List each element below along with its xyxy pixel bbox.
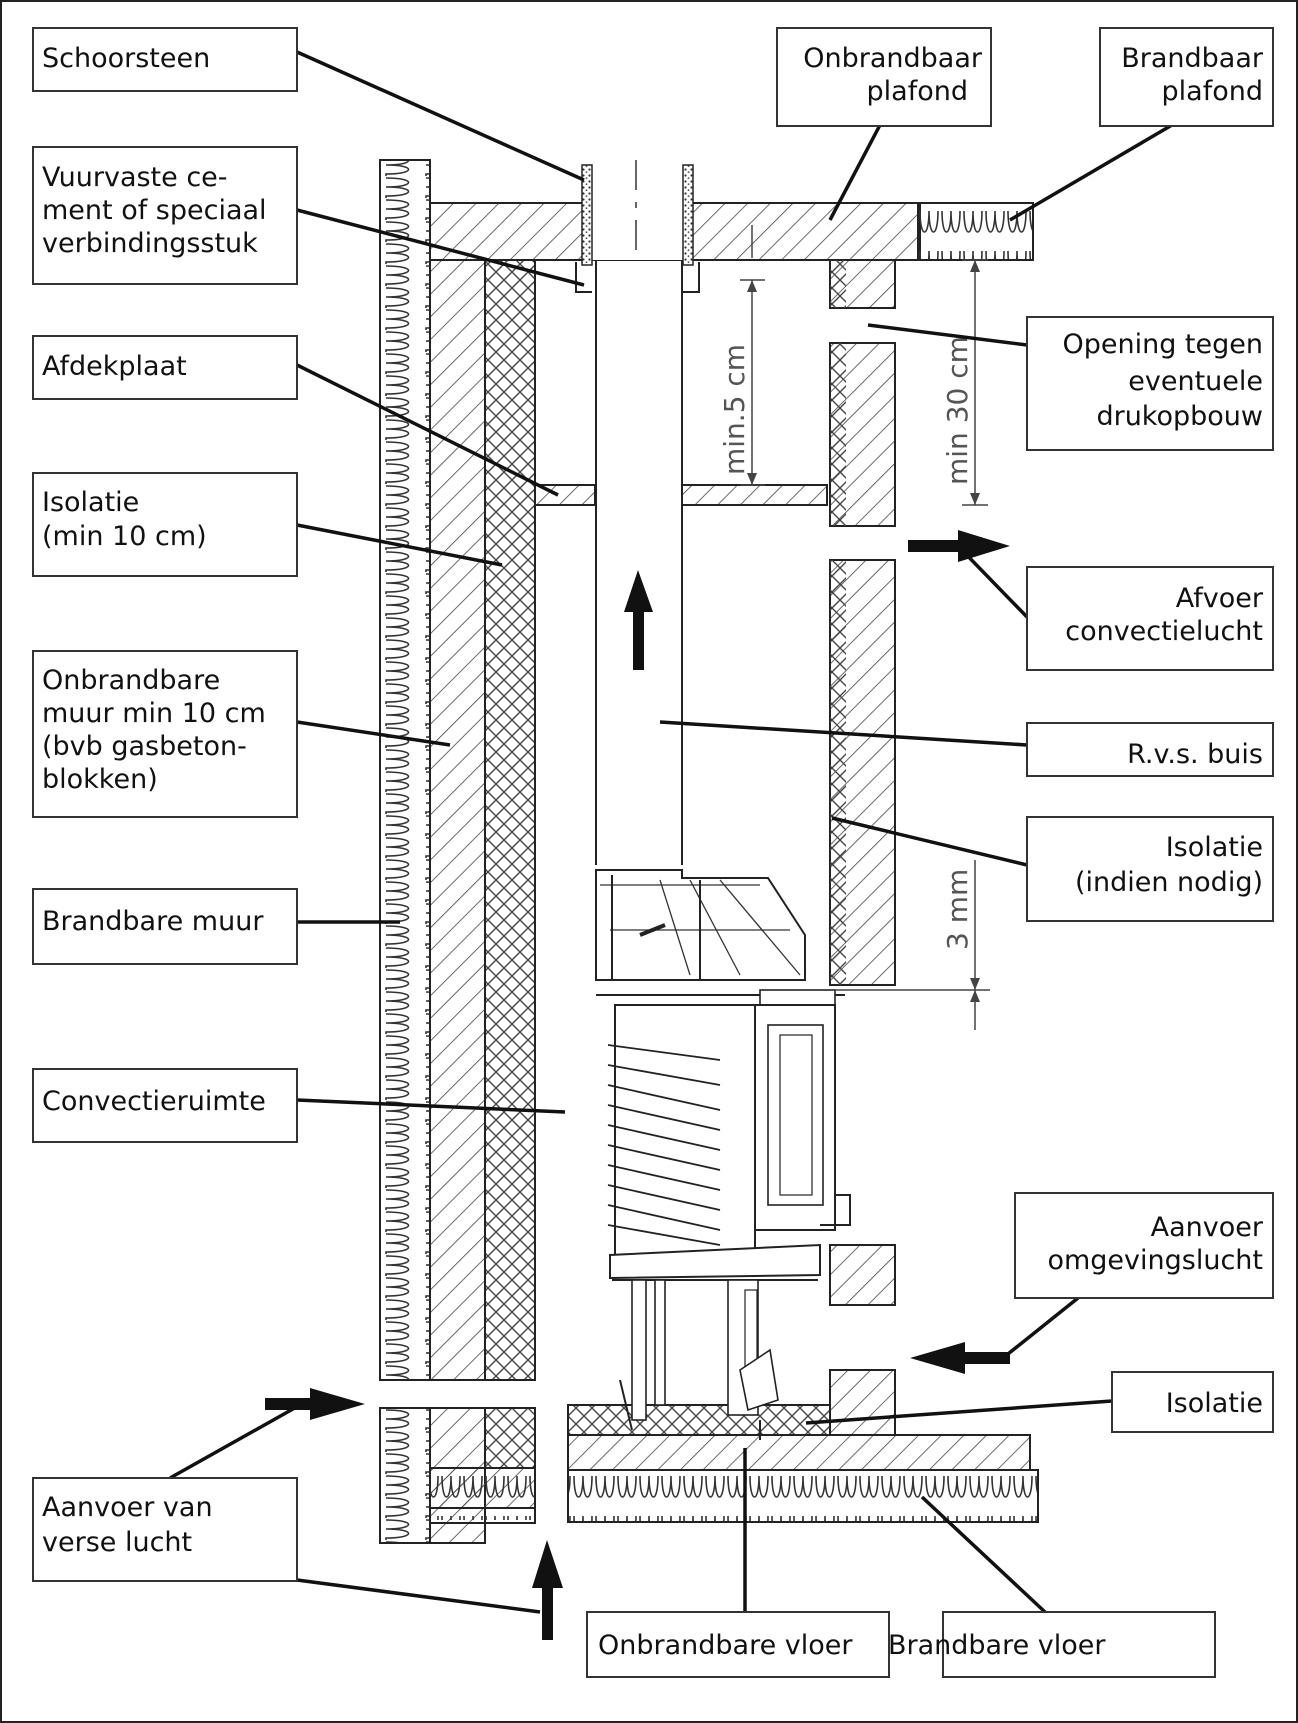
svg-text:Schoorsteen: Schoorsteen — [42, 43, 210, 74]
svg-text:verse lucht: verse lucht — [42, 1527, 192, 1558]
svg-text:ment of speciaal: ment of speciaal — [42, 195, 267, 226]
svg-text:eventuele: eventuele — [1128, 366, 1263, 397]
svg-text:Opening tegen: Opening tegen — [1062, 329, 1263, 360]
svg-text:Onbrandbare: Onbrandbare — [42, 665, 220, 696]
label-isolatie-left: Isolatie (min 10 cm) — [32, 472, 298, 577]
svg-text:(bvb gasbeton-: (bvb gasbeton- — [42, 731, 247, 762]
svg-text:Afvoer: Afvoer — [1176, 583, 1264, 614]
svg-text:verbindingsstuk: verbindingsstuk — [42, 228, 258, 259]
dimension-3mm-label: 3 mm — [941, 869, 974, 950]
label-onbrandbaar-plafond: Onbrandbaar plafond — [776, 27, 992, 127]
label-isolatie-indien-nodig: Isolatie (indien nodig) — [1026, 816, 1274, 922]
combustible-wall — [379, 159, 431, 1544]
arrow-up-flue — [624, 570, 653, 670]
svg-text:omgevingslucht: omgevingslucht — [1047, 1245, 1263, 1276]
label-isolatie-right: Isolatie — [1111, 1371, 1274, 1433]
label-afdekplaat: Afdekplaat — [32, 335, 298, 400]
label-rvs-buis: R.v.s. buis — [1026, 722, 1274, 777]
label-afvoer-convectielucht: Afvoer convectielucht — [1026, 566, 1274, 671]
svg-text:blokken): blokken) — [42, 764, 158, 795]
svg-text:convectielucht: convectielucht — [1065, 616, 1263, 647]
svg-text:Brandbare muur: Brandbare muur — [42, 906, 264, 937]
dimension-min5: min.5 cm — [718, 225, 765, 486]
floor-insulation — [567, 1404, 831, 1436]
label-onbrandbare-vloer: Onbrandbare vloer — [586, 1611, 890, 1678]
label-onbrandbare-muur: Onbrandbare muur min 10 cm (bvb gasbeton… — [32, 650, 298, 818]
svg-text:muur min 10 cm: muur min 10 cm — [42, 698, 266, 729]
label-aanvoer-verse-lucht: Aanvoer van verse lucht — [32, 1477, 298, 1582]
svg-text:plafond: plafond — [867, 76, 968, 107]
non-combustible-wall — [429, 259, 486, 1544]
stainless-flue-pipe — [595, 160, 683, 865]
svg-text:Afdekplaat: Afdekplaat — [42, 351, 187, 382]
label-aanvoer-omgevingslucht: Aanvoer omgevingslucht — [1014, 1192, 1274, 1299]
arrow-ambient-in — [910, 1342, 1010, 1374]
dimension-3mm: 3 mm — [830, 860, 990, 1030]
dimension-min5-label: min.5 cm — [718, 344, 751, 475]
label-convectieruimte: Convectieruimte — [32, 1068, 298, 1143]
fireproof-cement — [682, 164, 694, 266]
wall-insulation — [484, 259, 536, 1469]
svg-text:Brandbaar: Brandbaar — [1121, 43, 1264, 74]
dimension-min30: min 30 cm — [941, 259, 988, 506]
combustible-ceiling — [917, 202, 1034, 261]
svg-text:Isolatie: Isolatie — [1166, 1388, 1263, 1419]
cover-plate — [534, 484, 828, 506]
arrow-fresh-air-up — [532, 1540, 563, 1640]
svg-text:Convectieruimte: Convectieruimte — [42, 1086, 266, 1117]
svg-text:drukopbouw: drukopbouw — [1096, 401, 1263, 432]
label-opening-drukopbouw: Opening tegen eventuele drukopbouw — [1026, 316, 1274, 451]
svg-text:Onbrandbare vloer: Onbrandbare vloer — [598, 1630, 853, 1661]
combustible-floor — [429, 1469, 1039, 1524]
label-brandbare-muur: Brandbare muur — [32, 888, 298, 965]
svg-text:(indien nodig): (indien nodig) — [1075, 867, 1263, 898]
fireproof-cement — [581, 164, 593, 266]
leader-lines — [169, 50, 1173, 1614]
arrow-convection-out — [908, 530, 1010, 562]
dimension-min30-label: min 30 cm — [941, 336, 974, 485]
svg-text:Isolatie: Isolatie — [42, 487, 139, 518]
stove-insert — [595, 869, 851, 1440]
svg-text:Onbrandbaar: Onbrandbaar — [803, 43, 983, 74]
enclosure-front-wall — [829, 259, 896, 1436]
label-brandbaar-plafond: Brandbaar plafond — [1099, 27, 1274, 127]
svg-text:Aanvoer: Aanvoer — [1151, 1212, 1264, 1243]
arrow-fresh-air-in — [265, 1388, 365, 1420]
svg-text:plafond: plafond — [1162, 76, 1263, 107]
label-vuurvaste-cement: Vuurvaste ce- ment of speciaal verbindin… — [32, 146, 298, 285]
label-schoorsteen: Schoorsteen — [32, 27, 298, 92]
svg-text:Brandbare vloer: Brandbare vloer — [888, 1630, 1106, 1661]
svg-text:(min 10 cm): (min 10 cm) — [42, 521, 207, 552]
svg-text:R.v.s. buis: R.v.s. buis — [1127, 739, 1263, 770]
label-brandbare-vloer: Brandbare vloer — [888, 1611, 1216, 1678]
svg-text:Aanvoer van: Aanvoer van — [42, 1492, 213, 1523]
svg-text:Isolatie: Isolatie — [1166, 832, 1263, 863]
svg-text:Vuurvaste ce-: Vuurvaste ce- — [42, 162, 228, 193]
